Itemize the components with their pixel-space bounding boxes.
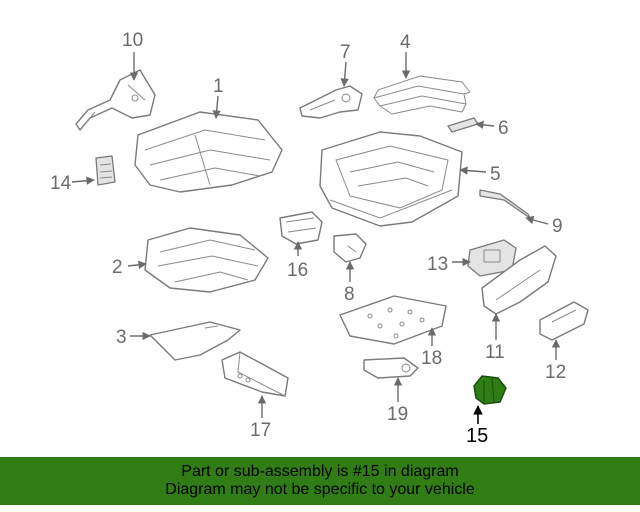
callout-1: 1 xyxy=(213,76,224,97)
part-11-side-trim xyxy=(481,245,557,315)
part-17-control-module xyxy=(221,351,289,397)
callout-5: 5 xyxy=(490,164,501,185)
callout-9: 9 xyxy=(552,216,563,237)
callout-11: 11 xyxy=(485,342,505,363)
callout-3: 3 xyxy=(116,327,127,348)
callout-8: 8 xyxy=(344,284,355,305)
leader-lines xyxy=(71,52,561,424)
banner-line-2: Diagram may not be specific to your vehi… xyxy=(165,481,475,498)
banner-line-1: Part or sub-assembly is #15 in diagram xyxy=(181,463,459,480)
part-19-strap-clip xyxy=(363,357,419,379)
part-14-seat-switch xyxy=(95,155,116,186)
part-5-seat-frame xyxy=(319,131,463,227)
part-12-knob-cover xyxy=(539,301,589,341)
part-3-heater-mat xyxy=(149,321,241,361)
part-2-cushion-cover xyxy=(144,227,269,293)
callout-6: 6 xyxy=(498,118,509,139)
callout-7: 7 xyxy=(340,42,351,63)
part-6-small-bracket xyxy=(447,117,479,133)
callout-12: 12 xyxy=(545,362,566,383)
callout-4: 4 xyxy=(400,32,411,53)
info-banner: Part or sub-assembly is #15 in diagram D… xyxy=(0,457,640,505)
callout-10: 10 xyxy=(122,30,143,51)
part-4-spring-wire xyxy=(373,75,471,115)
part-8-latch xyxy=(333,233,367,263)
callout-2: 2 xyxy=(112,257,123,278)
part-15-highlighted-knob xyxy=(473,375,507,405)
part-1-seat-cushion-pad xyxy=(134,111,283,193)
callout-13: 13 xyxy=(427,254,448,275)
callout-17: 17 xyxy=(250,420,271,441)
part-18-seat-pan xyxy=(339,295,447,345)
callout-14: 14 xyxy=(50,173,72,194)
callout-16: 16 xyxy=(287,260,308,281)
callout-15: 15 xyxy=(466,425,488,447)
part-16-connector-bracket xyxy=(279,211,323,245)
callout-labels: 10 1 7 4 6 5 9 14 2 3 16 8 13 11 12 18 1… xyxy=(50,30,566,447)
part-9-cable xyxy=(479,189,531,219)
callout-18: 18 xyxy=(421,348,442,369)
part-10-side-shield-bracket xyxy=(75,69,156,131)
callout-19: 19 xyxy=(387,404,408,425)
part-7-height-adjuster xyxy=(299,85,363,119)
